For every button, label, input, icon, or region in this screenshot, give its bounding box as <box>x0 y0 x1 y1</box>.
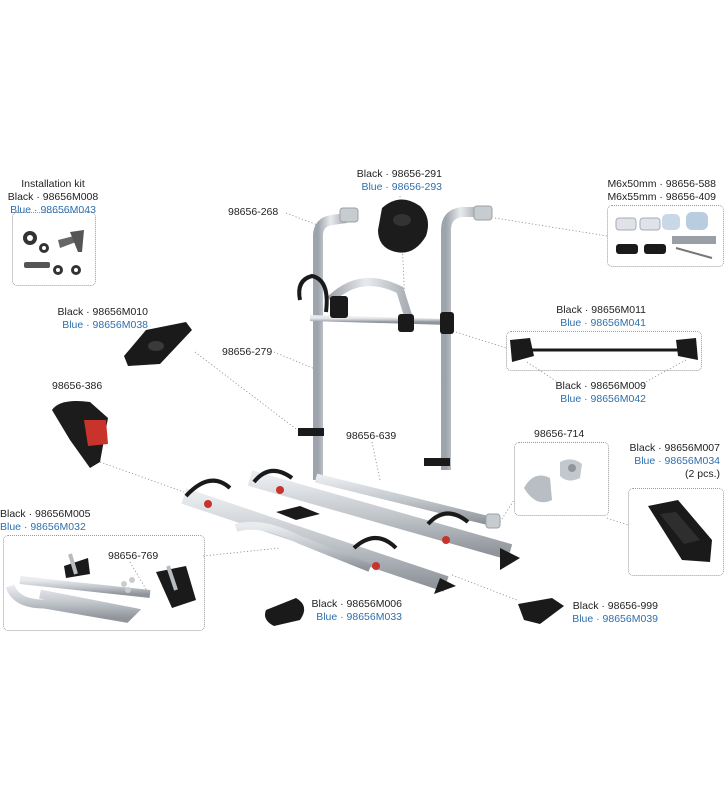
rail-end-left-blue: Blue · 98656M033 <box>316 611 402 623</box>
installation-kit-title: Installation kit <box>21 178 85 190</box>
rail-end-right-part <box>518 598 564 624</box>
knob-black: Black · 98656-291 <box>356 168 442 180</box>
post-cap-label: 98656-268 <box>228 206 279 218</box>
installation-kit-label: Installation kit Black · 98656M008 Blue … <box>0 178 106 217</box>
end-caps-part <box>524 459 582 503</box>
wheel-holder-top-label: Black · 98656M010 Blue · 98656M038 <box>48 306 148 332</box>
upright-post-right <box>441 205 493 470</box>
lower-bracket-left <box>298 428 324 436</box>
red-lock-2 <box>276 486 284 494</box>
knob-part <box>378 199 428 253</box>
knob-label: Black · 98656-291 Blue · 98656-293 <box>340 168 442 194</box>
post-bracket <box>440 312 454 334</box>
installation-kit-parts <box>23 230 84 275</box>
strap-label: 98656-386 <box>52 380 103 392</box>
lower-tube <box>234 521 372 572</box>
end-caps-box <box>514 442 609 516</box>
crossbar-part <box>510 338 698 362</box>
red-lock-3 <box>372 562 380 570</box>
strap-part <box>52 401 108 468</box>
extension-part <box>5 553 196 623</box>
rail-end-right-black: Black · 98656-999 <box>572 600 658 612</box>
center-bracket <box>276 506 320 520</box>
screws-label: M6x50mm · 98656-588 M6x55mm · 98656-409 <box>600 178 716 204</box>
crossbar-ends-label: Black · 98656M009 Blue · 98656M042 <box>548 380 646 406</box>
extension-label: Black · 98656M005 Blue · 98656M032 <box>0 508 91 534</box>
small-parts-label: 98656-769 <box>108 550 159 562</box>
foot-blue: Blue · 98656M034 <box>634 455 720 467</box>
rail-end-left-part <box>265 598 305 626</box>
foot-label: Black · 98656M007 Blue · 98656M034 (2 pc… <box>622 442 720 481</box>
rail-end-right-blue: Blue · 98656M039 <box>572 613 658 625</box>
lower-bracket-right <box>424 458 450 466</box>
crossbar-ends-black: Black · 98656M009 <box>555 380 646 392</box>
crossbar-black: Black · 98656M011 <box>556 304 646 316</box>
installation-kit-blue: Blue · 98656M043 <box>10 204 96 216</box>
crossbar-ends-blue: Blue · 98656M042 <box>560 393 646 405</box>
foot-black: Black · 98656M007 <box>629 442 720 454</box>
wheel-holder-top-black: Black · 98656M010 <box>57 306 148 318</box>
wheel-cradle-4 <box>426 511 470 526</box>
upright-post-left <box>313 207 359 480</box>
frame-strap <box>297 273 329 313</box>
upper-crossbar <box>309 315 449 325</box>
frame-clamp <box>330 296 348 318</box>
screws-kit-parts <box>615 212 716 259</box>
extension-black: Black · 98656M005 <box>0 508 91 520</box>
rail-front <box>181 488 456 594</box>
rail-end-left-black: Black · 98656M006 <box>311 598 402 610</box>
screws-m6x50: M6x50mm · 98656-588 <box>607 178 716 190</box>
wheel-holder-top-blue: Blue · 98656M038 <box>62 319 148 331</box>
rail-connector-label: 98656-639 <box>346 430 397 442</box>
rail-end-right-label: Black · 98656-999 Blue · 98656M039 <box>562 600 658 626</box>
crossbar-blue: Blue · 98656M041 <box>560 317 646 329</box>
wheel-cradle-2 <box>252 469 294 484</box>
knob-blue: Blue · 98656-293 <box>361 181 442 193</box>
screws-m6x55: M6x55mm · 98656-409 <box>607 191 716 203</box>
foot-part <box>648 500 712 562</box>
rail-end-left-label: Black · 98656M006 Blue · 98656M033 <box>302 598 402 624</box>
red-lock-4 <box>442 536 450 544</box>
wheel-holder-top-part <box>124 322 192 366</box>
frame-holder-arm <box>327 278 414 324</box>
wheel-cradle-1 <box>184 478 232 498</box>
crossbar-label: Black · 98656M011 Blue · 98656M041 <box>548 304 646 330</box>
upright-label: 98656-279 <box>222 346 273 358</box>
extension-blue: Blue · 98656M032 <box>0 521 86 533</box>
foot-qty: (2 pcs.) <box>684 468 720 480</box>
installation-kit-black: Black · 98656M008 <box>7 191 99 203</box>
red-lock-1 <box>204 500 212 508</box>
wheel-cradle-3 <box>352 536 398 550</box>
rail-middle <box>314 473 501 529</box>
end-caps-label: 98656-714 <box>534 428 585 440</box>
rail-back <box>247 470 520 570</box>
knob-clamp <box>398 314 414 332</box>
